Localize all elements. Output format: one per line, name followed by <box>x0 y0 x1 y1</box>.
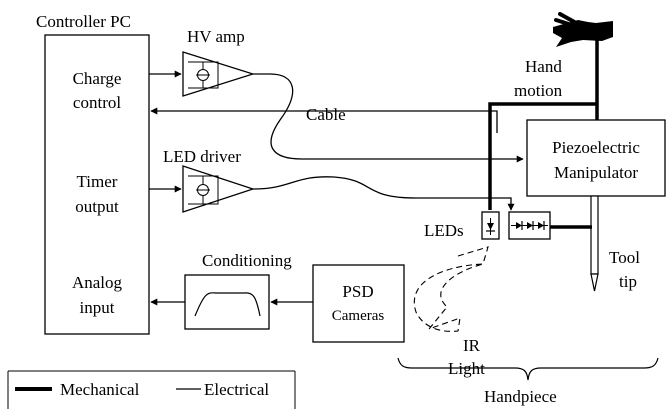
legend: Mechanical Electrical <box>7 370 296 409</box>
psd-cameras-box <box>312 264 405 343</box>
piezo-label-2: Manipulator <box>554 163 638 182</box>
tool-shaft <box>590 195 599 275</box>
led-driver-label: LED driver <box>163 147 241 166</box>
filter-response-curve <box>194 292 261 317</box>
legend-electrical-label: Electrical <box>204 380 269 399</box>
led-array <box>508 211 551 240</box>
charge-control-label-2: control <box>73 93 121 112</box>
legend-mechanical-label: Mechanical <box>60 380 140 399</box>
cable-wire-led <box>252 176 515 211</box>
tip-label: tip <box>619 272 637 291</box>
handpiece-brace <box>397 357 659 381</box>
charge-feedback-wire <box>150 107 498 133</box>
tool-label: Tool <box>609 248 640 267</box>
hand-motion-label-2: motion <box>514 81 563 100</box>
psd-label: PSD <box>342 282 373 301</box>
analog-input-label-2: input <box>80 298 115 317</box>
piezo-label-1: Piezoelectric <box>552 138 640 157</box>
analog-input-label-1: Analog <box>72 273 123 292</box>
led-single <box>481 211 500 240</box>
cable-label: Cable <box>306 105 346 124</box>
cable-wire-hv <box>269 73 524 163</box>
tool-tip-point <box>590 273 599 292</box>
charge-control-label-1: Charge <box>73 69 122 88</box>
ir-label: IR <box>463 336 481 355</box>
handpiece-label: Handpiece <box>484 387 557 406</box>
leds-label: LEDs <box>424 221 464 240</box>
hand-motion-label-1: Hand <box>525 57 562 76</box>
ir-light-path <box>413 246 489 332</box>
timer-output-label-2: output <box>75 197 119 216</box>
controller-pc-box <box>44 34 150 335</box>
led-driver-triangle <box>182 165 256 213</box>
mechanical-frame-link <box>488 102 597 210</box>
controller-title: Controller PC <box>36 12 131 31</box>
cameras-label: Cameras <box>332 308 385 324</box>
hand-icon <box>553 12 613 47</box>
hv-amp-label: HV amp <box>187 27 245 46</box>
piezo-manipulator-box <box>526 119 666 197</box>
hv-amp-triangle <box>182 51 256 97</box>
conditioning-label: Conditioning <box>202 251 292 270</box>
timer-output-label-1: Timer <box>77 172 118 191</box>
conditioning-box <box>184 274 270 330</box>
